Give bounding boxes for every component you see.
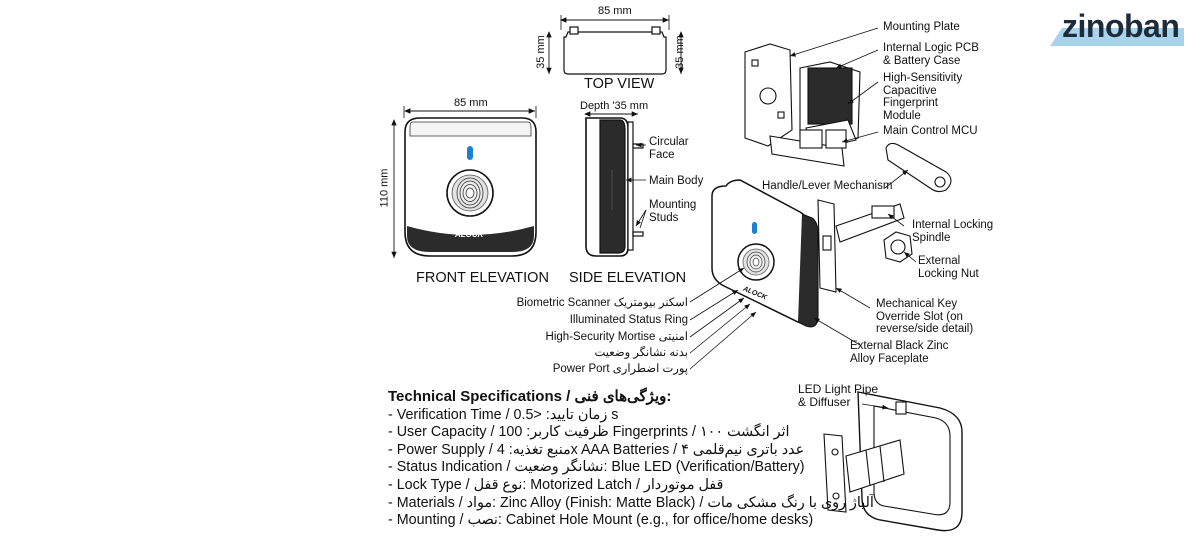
override-slot-label: Mechanical Key Override Slot (on reverse… [876, 298, 974, 335]
led-light-pipe-label: LED Light Pipe & Diffuser [798, 382, 879, 409]
spec-row: - Power Supply / منبع تغذیه: 4x AAA Batt… [388, 441, 805, 458]
circular-face-label: Circular Face [649, 136, 689, 161]
power-port-label: Power Port پورت اضطراری [552, 363, 688, 375]
logo-accent-shape [1050, 28, 1184, 46]
front-elevation-drawing [391, 106, 537, 258]
spec-row: - Materials / مواد: Zinc Alloy (Finish: … [388, 494, 874, 511]
top-view-drawing [546, 15, 684, 75]
fingerprint-module-label: High-Sensitivity Capacitive Fingerprint … [883, 72, 963, 122]
internal-pcb-label: Internal Logic PCB & Battery Case [883, 42, 979, 67]
spec-row: - Verification Time / زمان تایید: <0.5 s [388, 406, 619, 423]
side-depth-label: Depth '35 mm [580, 100, 649, 112]
spec-row: - Mounting / نصب: Cabinet Hole Mount (e.… [388, 512, 814, 529]
mounting-studs-label: Mounting Studs [649, 199, 697, 224]
handle-mechanism-label: Handle/Lever Mechanism [762, 180, 893, 192]
locking-nut-label: External Locking Nut [918, 255, 979, 280]
mortise-label: High-Security Mortise امنیتی [545, 331, 688, 343]
top-view-height-left-label: 35 mm [534, 35, 547, 69]
spindle-label: Internal Locking Spindle [912, 219, 994, 244]
top-view-width-label: 85 mm [598, 5, 632, 17]
front-elevation-title: FRONT ELEVATION [416, 270, 549, 286]
top-view-height-right-label: 35 mm [673, 35, 686, 69]
side-elevation-title: SIDE ELEVATION [569, 270, 687, 286]
spec-row: - Status Indication / نشانگر وضعیت: Blue… [388, 459, 805, 476]
front-brand-mark: ALOCK [455, 230, 484, 239]
zinoban-logo: zinoban [1062, 8, 1180, 44]
faceplate-label: External Black Zinc Alloy Faceplate [850, 340, 949, 365]
scanner-label: Biometric Scanner اسکنر بیومتریک [516, 297, 688, 309]
detail-view-drawing [823, 391, 963, 532]
side-elevation-drawing [584, 111, 647, 257]
mounting-plate-label: Mounting Plate [883, 21, 960, 33]
exploded-view-drawing [689, 27, 952, 370]
front-width-label: 85 mm [454, 97, 488, 109]
main-body-label: Main Body [649, 175, 704, 187]
top-view-title: TOP VIEW [584, 76, 655, 92]
indicator-body-label: بدنه نشانگر وضعیت [594, 347, 688, 359]
status-ring-label: Illuminated Status Ring [569, 314, 688, 326]
spec-row: - User Capacity / ظرفیت کاربر: 100 Finge… [388, 424, 790, 441]
specs-title: Technical Specifications / ویژگی‌های فنی… [388, 388, 672, 405]
front-height-label: 110 mm [378, 168, 391, 208]
main-mcu-label: Main Control MCU [883, 125, 978, 137]
technical-specifications: Technical Specifications / ویژگی‌های فنی… [388, 388, 874, 530]
spec-row: - Lock Type / نوع قفل: Motorized Latch /… [388, 476, 724, 493]
